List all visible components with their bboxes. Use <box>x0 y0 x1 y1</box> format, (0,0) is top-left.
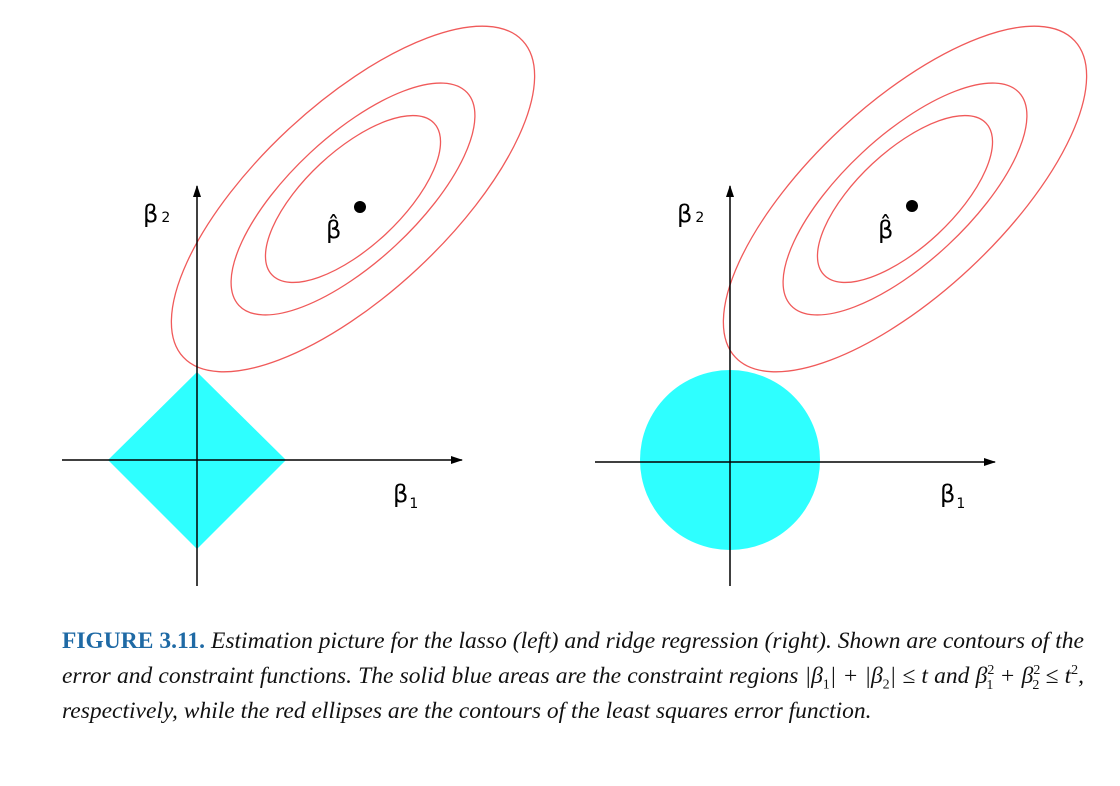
lasso-constraint-formula: |β1| + |β2| ≤ t <box>804 663 928 693</box>
error-contours <box>722 25 1088 373</box>
x-axis-label: β1 <box>940 480 965 512</box>
contour-inner <box>816 114 994 284</box>
beta-hat-point <box>906 200 918 212</box>
error-contours <box>170 25 536 373</box>
contour-outer <box>722 25 1088 373</box>
figure-caption: FIGURE 3.11. Estimation picture for the … <box>62 624 1084 729</box>
contour-middle <box>230 82 476 316</box>
caption-text: , respectively, while the red ellipses a… <box>62 663 1085 724</box>
contour-outer <box>170 25 536 373</box>
figure-label: FIGURE 3.11. <box>62 628 206 654</box>
beta-hat-point <box>354 201 366 213</box>
caption-text: and <box>927 663 976 689</box>
ridge-constraint-formula: β21 + β22 ≤ t2 <box>975 663 1079 693</box>
caption-text: Estimation picture for the lasso (left) … <box>62 628 1084 689</box>
beta-hat-label: β̂ <box>326 214 341 244</box>
beta-hat-label: β̂ <box>878 214 893 244</box>
contour-inner <box>264 114 442 284</box>
contour-middle <box>782 82 1028 316</box>
x-axis-label: β1 <box>393 480 418 512</box>
